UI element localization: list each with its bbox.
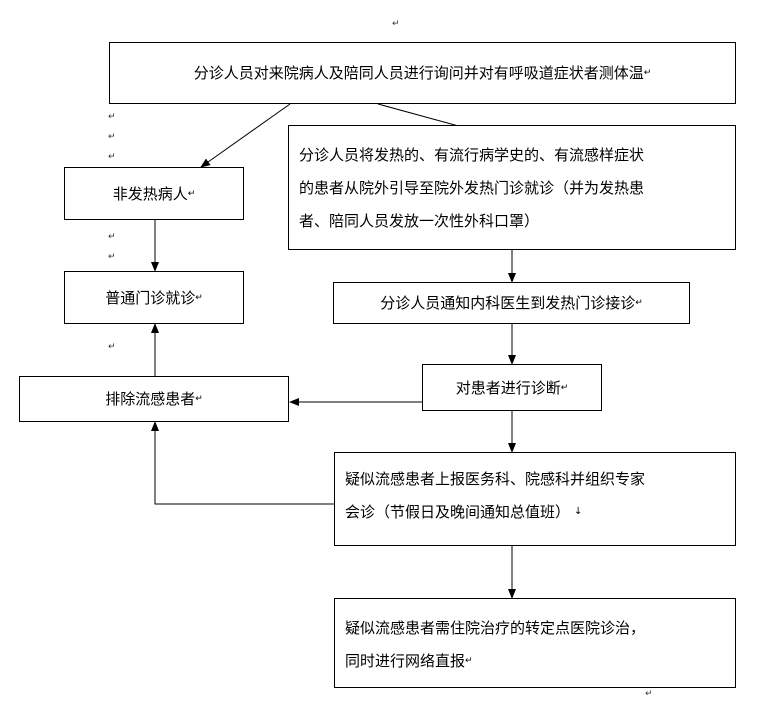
report-line-2: 会诊（节假日及晚间通知总值班）↓ [345, 495, 725, 528]
guide-box: 分诊人员将发热的、有流行病学史的、有流感样症状 的患者从院外引导至院外发热门诊就… [288, 125, 736, 250]
arrow-report-to-exclude [151, 421, 334, 505]
diagnose-return-mark: ↵ [560, 382, 569, 393]
arrow-inquiry-to-non-fever [200, 103, 291, 168]
report-down-mark: ↓ [574, 505, 583, 517]
non-fever-box: 非发热病人↵ [64, 167, 244, 220]
return-mark-left-5: ↵ [108, 252, 116, 262]
non-fever-return-mark: ↵ [187, 188, 196, 199]
inquiry-text: 分诊人员对来院病人及陪同人员进行询问并对有呼吸道症状者测体温 [193, 64, 644, 82]
return-mark-left-2: ↵ [108, 132, 116, 142]
guide-line-3: 者、陪同人员发放一次性外科口罩） [299, 211, 540, 230]
transfer-line-2: 同时进行网络直报↵ [345, 644, 725, 677]
transfer-line-2-text: 同时进行网络直报 [345, 651, 466, 670]
report-line-1: 疑似流感患者上报医务科、院感科并组织专家 [345, 469, 646, 488]
inquiry-box: 分诊人员对来院病人及陪同人员进行询问并对有呼吸道症状者测体温↵ [109, 42, 736, 104]
return-mark-left-3: ↵ [108, 152, 116, 162]
diagnose-box: 对患者进行诊断↵ [422, 364, 602, 411]
return-mark-left-4: ↵ [108, 232, 116, 242]
guide-line-2: 的患者从院外引导至院外发热门诊就诊（并为发热患 [299, 178, 645, 197]
notify-box: 分诊人员通知内科医生到发热门诊接诊↵ [333, 282, 690, 324]
non-fever-text: 非发热病人 [112, 184, 188, 203]
return-mark-bottom: ↵ [645, 689, 653, 699]
return-mark-left-1: ↵ [108, 112, 116, 122]
notify-return-mark: ↵ [635, 298, 643, 308]
transfer-line-1: 疑似流感患者需住院治疗的转定点医院诊治， [345, 618, 646, 637]
return-mark-left-6: ↵ [108, 342, 116, 352]
general-clinic-box: 普通门诊就诊↵ [64, 271, 244, 324]
general-clinic-return-mark: ↵ [195, 292, 203, 303]
return-mark-top: ↵ [392, 19, 400, 29]
notify-text: 分诊人员通知内科医生到发热门诊接诊 [380, 294, 636, 312]
inquiry-return-mark: ↵ [643, 68, 652, 78]
guide-line-1: 分诊人员将发热的、有流行病学史的、有流感样症状 [299, 145, 645, 164]
exclude-text: 排除流感患者 [105, 390, 196, 408]
exclude-return-mark: ↵ [195, 394, 203, 404]
general-clinic-text: 普通门诊就诊 [105, 288, 196, 307]
transfer-box: 疑似流感患者需住院治疗的转定点医院诊治， 同时进行网络直报↵ [334, 598, 736, 688]
diagnose-text: 对患者进行诊断 [455, 378, 561, 397]
exclude-box: 排除流感患者↵ [19, 376, 289, 422]
report-box: 疑似流感患者上报医务科、院感科并组织专家 会诊（节假日及晚间通知总值班）↓ [334, 452, 736, 546]
report-line-2-text: 会诊（节假日及晚间通知总值班） [345, 502, 571, 521]
transfer-return-mark: ↵ [465, 655, 473, 666]
